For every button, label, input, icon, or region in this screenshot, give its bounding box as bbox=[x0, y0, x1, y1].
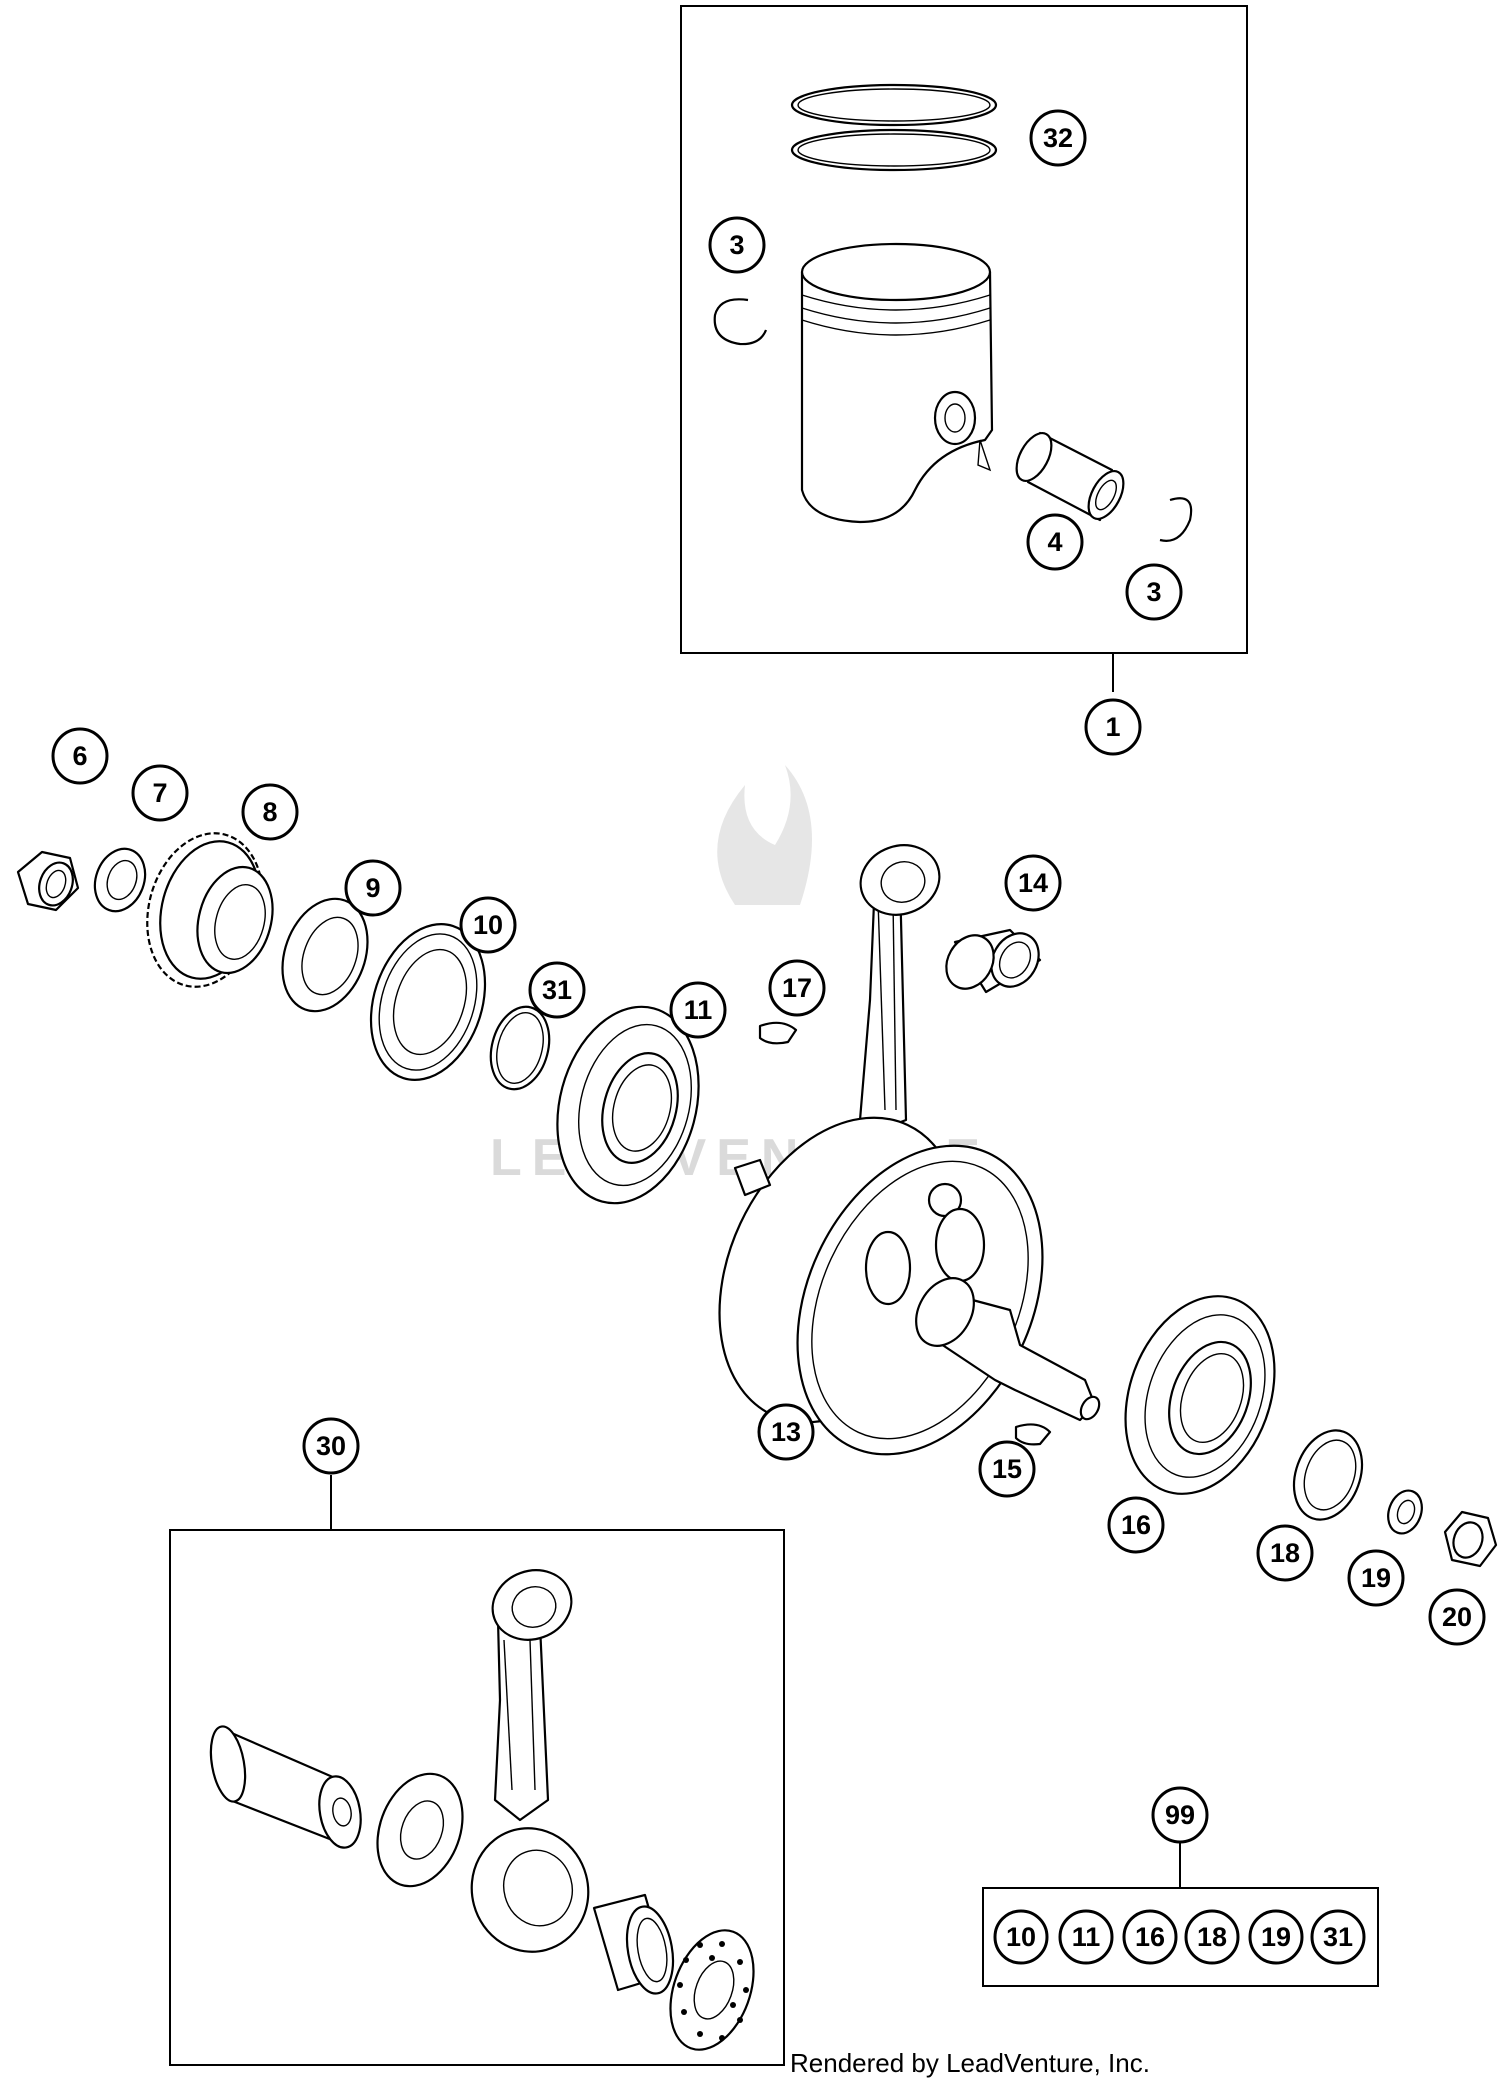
svg-text:20: 20 bbox=[1442, 1602, 1472, 1632]
svg-text:19: 19 bbox=[1361, 1563, 1391, 1593]
nut-right bbox=[1443, 1510, 1498, 1568]
svg-text:9: 9 bbox=[365, 873, 380, 903]
crankshaft-assembly: 6 7 8 9 10 31 11 17 14 13 15 16 18 19 20 bbox=[16, 727, 1498, 1646]
callout-99[interactable]: 99 bbox=[1151, 1786, 1209, 1844]
svg-text:18: 18 bbox=[1197, 1922, 1227, 1952]
woodruff-key-15 bbox=[1014, 1423, 1052, 1446]
svg-text:31: 31 bbox=[542, 975, 572, 1005]
washer-19 bbox=[1387, 1489, 1423, 1535]
svg-text:4: 4 bbox=[1047, 527, 1062, 557]
callout-16[interactable]: 16 bbox=[1107, 1496, 1165, 1554]
callout-11[interactable]: 11 bbox=[669, 981, 727, 1039]
circlip-right bbox=[1159, 497, 1193, 542]
svg-text:10: 10 bbox=[1006, 1922, 1036, 1952]
callout-1[interactable]: 1 bbox=[1084, 698, 1142, 756]
callout-9[interactable]: 9 bbox=[344, 859, 402, 917]
svg-text:17: 17 bbox=[782, 973, 812, 1003]
kit-item-18[interactable]: 18 bbox=[1184, 1909, 1240, 1965]
svg-text:16: 16 bbox=[1135, 1922, 1165, 1952]
kit-connecting-rod bbox=[470, 1569, 590, 1953]
svg-text:1: 1 bbox=[1105, 712, 1120, 742]
kit-thrust-disc bbox=[669, 1929, 755, 2051]
svg-text:30: 30 bbox=[316, 1431, 346, 1461]
callout-32[interactable]: 32 bbox=[1029, 109, 1087, 167]
svg-text:11: 11 bbox=[684, 995, 713, 1025]
svg-text:15: 15 bbox=[992, 1454, 1022, 1484]
svg-text:14: 14 bbox=[1018, 868, 1048, 898]
svg-text:31: 31 bbox=[1323, 1922, 1353, 1952]
piston-kit-group: 32 3 4 3 1 bbox=[680, 5, 1248, 756]
kit-needle-bearing bbox=[592, 1893, 675, 1995]
callout-8[interactable]: 8 bbox=[241, 783, 299, 841]
bearing-11 bbox=[556, 1005, 700, 1205]
piston-rings bbox=[790, 83, 998, 172]
callout-6[interactable]: 6 bbox=[51, 727, 109, 785]
svg-text:3: 3 bbox=[1146, 577, 1161, 607]
svg-text:11: 11 bbox=[1072, 1922, 1101, 1952]
callout-7[interactable]: 7 bbox=[131, 764, 189, 822]
callout-17[interactable]: 17 bbox=[768, 959, 826, 1017]
callout-15[interactable]: 15 bbox=[978, 1440, 1036, 1498]
circlip-left bbox=[713, 298, 768, 346]
primary-gear bbox=[146, 832, 274, 988]
kit-item-11[interactable]: 11 bbox=[1058, 1909, 1114, 1965]
callout-10[interactable]: 10 bbox=[459, 896, 517, 954]
svg-text:3: 3 bbox=[729, 230, 744, 260]
callout-3-right[interactable]: 3 bbox=[1125, 563, 1183, 621]
kit-thrust-washer bbox=[376, 1772, 464, 1888]
bearing-kit-frame bbox=[982, 1887, 1379, 1987]
svg-text:10: 10 bbox=[473, 910, 503, 940]
svg-text:16: 16 bbox=[1121, 1510, 1151, 1540]
svg-text:6: 6 bbox=[72, 741, 87, 771]
svg-text:99: 99 bbox=[1165, 1800, 1195, 1830]
washer-7 bbox=[93, 847, 147, 913]
svg-text:18: 18 bbox=[1270, 1538, 1300, 1568]
svg-text:7: 7 bbox=[152, 778, 167, 808]
callout-19[interactable]: 19 bbox=[1347, 1549, 1405, 1607]
piston-pin bbox=[1015, 431, 1125, 522]
kit-item-16[interactable]: 16 bbox=[1122, 1909, 1178, 1965]
needle-bearing-14 bbox=[945, 928, 1042, 994]
woodruff-key-17 bbox=[758, 1021, 798, 1045]
bearing-kit-group: 99 10 11 16 18 19 31 bbox=[982, 1786, 1379, 1987]
callout-14[interactable]: 14 bbox=[1004, 854, 1062, 912]
piston bbox=[800, 242, 994, 524]
bearing-16 bbox=[1124, 1295, 1276, 1495]
callout-31[interactable]: 31 bbox=[528, 961, 586, 1019]
callout-30[interactable]: 30 bbox=[302, 1417, 360, 1475]
oil-seal-10 bbox=[369, 923, 487, 1081]
oil-seal-18 bbox=[1292, 1429, 1364, 1521]
footer-credit: Rendered by LeadVenture, Inc. bbox=[790, 2048, 1150, 2078]
callout-3-left[interactable]: 3 bbox=[708, 216, 766, 274]
o-ring-31 bbox=[489, 1005, 551, 1091]
kit-item-19[interactable]: 19 bbox=[1248, 1909, 1304, 1965]
svg-text:13: 13 bbox=[771, 1417, 801, 1447]
spacer-9 bbox=[281, 897, 369, 1013]
nut-left bbox=[16, 850, 80, 912]
kit-item-10[interactable]: 10 bbox=[993, 1909, 1049, 1965]
conrod-kit-frame bbox=[169, 1529, 785, 2066]
callout-20[interactable]: 20 bbox=[1428, 1588, 1486, 1646]
callout-4[interactable]: 4 bbox=[1026, 513, 1084, 571]
svg-text:32: 32 bbox=[1043, 123, 1073, 153]
conrod-kit-group: 30 bbox=[169, 1417, 785, 2066]
crankshaft-13 bbox=[718, 844, 1101, 1456]
svg-text:8: 8 bbox=[262, 797, 277, 827]
svg-text:19: 19 bbox=[1261, 1922, 1291, 1952]
callout-18[interactable]: 18 bbox=[1256, 1524, 1314, 1582]
callout-13[interactable]: 13 bbox=[757, 1403, 815, 1461]
kit-item-31[interactable]: 31 bbox=[1310, 1909, 1366, 1965]
kit-piston-pin bbox=[209, 1725, 362, 1849]
piston-kit-frame bbox=[680, 5, 1248, 654]
